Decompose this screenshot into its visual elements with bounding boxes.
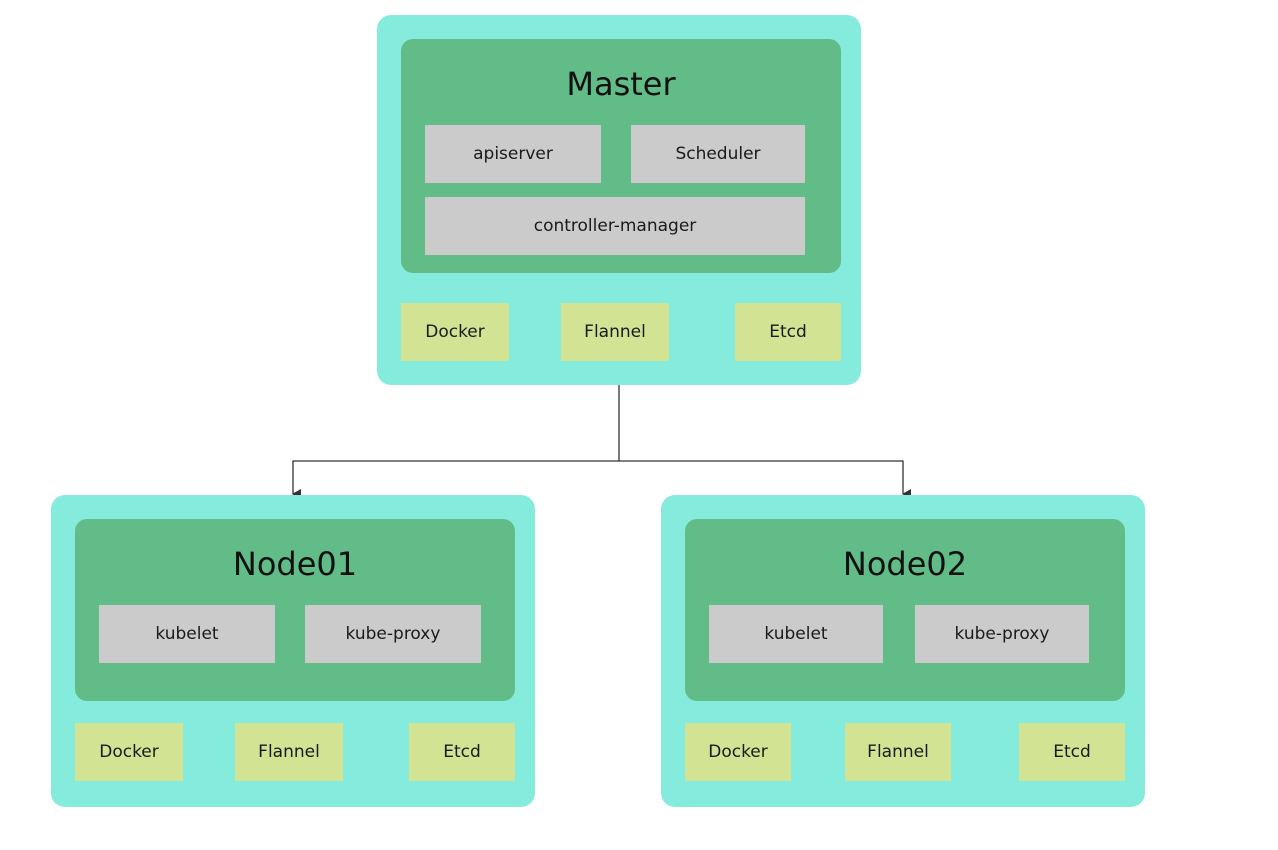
node02-kube-proxy-box: kube-proxy: [915, 605, 1089, 663]
master-flannel-box: Flannel: [561, 303, 669, 361]
apiserver-box: apiserver: [425, 125, 601, 183]
node02-group: Node02 kubelet kube-proxy: [685, 519, 1125, 701]
node01-kube-proxy-box: kube-proxy: [305, 605, 481, 663]
node02-docker-box: Docker: [685, 723, 791, 781]
master-docker-box: Docker: [401, 303, 509, 361]
node01-etcd-box: Etcd: [409, 723, 515, 781]
master-cluster: Master apiserver Scheduler controller-ma…: [377, 15, 861, 385]
scheduler-box: Scheduler: [631, 125, 805, 183]
node01-cluster: Node01 kubelet kube-proxy Docker Flannel…: [51, 495, 535, 807]
master-title: Master: [566, 65, 676, 103]
node01-kubelet-box: kubelet: [99, 605, 275, 663]
controller-manager-box: controller-manager: [425, 197, 805, 255]
master-control-plane: Master apiserver Scheduler controller-ma…: [401, 39, 841, 273]
node02-flannel-box: Flannel: [845, 723, 951, 781]
node01-docker-box: Docker: [75, 723, 183, 781]
node02-title: Node02: [842, 545, 968, 583]
node02-kubelet-box: kubelet: [709, 605, 883, 663]
node01-flannel-box: Flannel: [235, 723, 343, 781]
node01-group: Node01 kubelet kube-proxy: [75, 519, 515, 701]
edge-master-node01: [292, 385, 620, 499]
node02-etcd-box: Etcd: [1019, 723, 1125, 781]
node01-title: Node01: [232, 545, 358, 583]
edge-master-node02: [619, 460, 911, 499]
master-etcd-box: Etcd: [735, 303, 841, 361]
node02-cluster: Node02 kubelet kube-proxy Docker Flannel…: [661, 495, 1145, 807]
